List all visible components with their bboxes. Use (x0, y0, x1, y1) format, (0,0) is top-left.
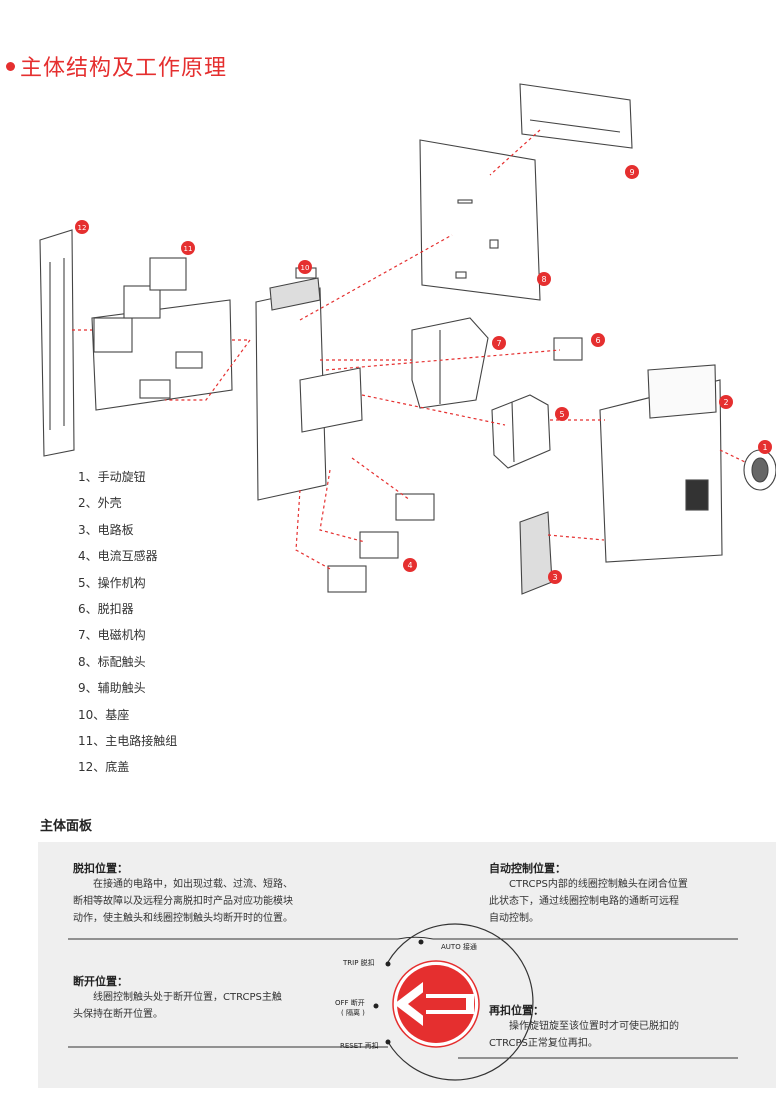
reset-position-title: 再扣位置： (489, 1004, 544, 1017)
auto-position-block: 自动控制位置： CTRCPS内部的线圈控制触头在闭合位置 此状态下，通过线圈控制… (489, 860, 759, 927)
badge-label: 8 (541, 275, 546, 284)
badge-label: 2 (723, 398, 728, 407)
part-standard-contact (419, 139, 541, 301)
panel-heading: 主体面板 (40, 819, 93, 834)
part-base (255, 267, 363, 501)
part-operating-mechanism (491, 394, 551, 469)
list-item: 5、操作机构 (78, 575, 146, 590)
list-item: 11、主电路接触组 (78, 734, 178, 749)
part-electromagnetic (411, 317, 489, 409)
off-position-text: 线圈控制触头处于断开位置，CTRCPS主触 (93, 992, 282, 1003)
exploded-view-diagram: 1 2 3 4 5 6 7 8 9 10 11 12 (39, 83, 776, 595)
badge-label: 6 (595, 336, 600, 345)
badge-label: 3 (552, 573, 557, 582)
off-position-block: 断开位置： 线圈控制触头处于断开位置，CTRCPS主触 头保持在断开位置。 (73, 973, 333, 1023)
off-position-text: 头保持在断开位置。 (73, 1009, 163, 1020)
part-tripper (553, 337, 583, 361)
badge-label: 1 (762, 443, 767, 452)
list-item: 10、基座 (78, 707, 130, 722)
badge-label: 4 (407, 561, 412, 570)
leader-lines (72, 129, 746, 571)
part-bottom-cover (39, 229, 75, 457)
part-housing (599, 364, 723, 563)
dial-arrow-icon (394, 982, 474, 1026)
parts-list: 1、手动旋钮 2、外壳 3、电路板 4、电流互感器 5、操作机构 6、脱扣器 7… (78, 464, 177, 781)
list-item: 6、脱扣器 (78, 602, 134, 617)
list-item: 3、电路板 (78, 522, 134, 537)
page-title: 主体结构及工作原理 (20, 56, 228, 81)
reset-position-block: 再扣位置： 操作旋钮旋至该位置时才可使已脱扣的 CTRCPS正常复位再扣。 (489, 1002, 759, 1052)
title-bullet (6, 62, 15, 71)
trip-position-text: 动作，使主触头和线圈控制触头均断开时的位置。 (73, 913, 293, 924)
list-item: 2、外壳 (78, 496, 122, 511)
badge-label: 9 (629, 168, 634, 177)
main-panel-diagram: AUTO 接通 TRIP 脱扣 OFF 断开 ( 隔离 ) RESET 再扣 脱… (38, 842, 776, 1088)
dial-label-off-sub: ( 隔离 ) (341, 1009, 365, 1017)
trip-position-text: 在接通的电路中，如出现过载、过流、短路、 (93, 879, 293, 890)
list-item: 1、手动旋钮 (78, 470, 146, 484)
badge-label: 5 (559, 410, 564, 419)
dial-label-auto: AUTO 接通 (441, 943, 477, 951)
part-current-transformers (327, 493, 435, 593)
trip-position-block: 脱扣位置： 在接通的电路中，如出现过载、过流、短路、 断相等故障以及远程分离脱扣… (73, 860, 373, 927)
badge-label: 11 (184, 245, 193, 253)
list-item: 4、电流互感器 (78, 549, 158, 564)
part-circuit-board (519, 511, 553, 595)
list-item: 9、辅助触头 (78, 681, 146, 696)
list-item: 12、底盖 (78, 760, 130, 775)
trip-position-title: 脱扣位置： (73, 862, 128, 875)
off-position-title: 断开位置： (73, 975, 128, 988)
dial-label-trip: TRIP 脱扣 (343, 959, 375, 967)
trip-position-text: 断相等故障以及远程分离脱扣时产品对应功能模块 (73, 896, 293, 907)
auto-position-text: CTRCPS内部的线圈控制触头在闭合位置 (509, 879, 688, 890)
part-number-badges: 1 2 3 4 5 6 7 8 9 10 11 12 (75, 165, 772, 584)
dial-label-off: OFF 断开 (335, 999, 365, 1007)
badge-label: 10 (301, 264, 310, 272)
list-item: 8、标配触头 (78, 654, 146, 669)
part-auxiliary-contact (519, 83, 633, 149)
dial-graphic (68, 923, 738, 1081)
dial-label-reset: RESET 再扣 (340, 1042, 379, 1050)
part-main-contact-group (91, 257, 233, 411)
auto-position-title: 自动控制位置： (489, 862, 566, 875)
reset-position-text: CTRCPS正常复位再扣。 (489, 1038, 598, 1049)
auto-position-text: 此状态下，通过线圈控制电路的通断可远程 (489, 896, 679, 907)
reset-position-text: 操作旋钮旋至该位置时才可使已脱扣的 (509, 1021, 679, 1032)
list-item: 7、电磁机构 (78, 628, 146, 643)
auto-position-text: 自动控制。 (489, 913, 539, 924)
badge-label: 12 (78, 224, 87, 232)
badge-label: 7 (496, 339, 501, 348)
